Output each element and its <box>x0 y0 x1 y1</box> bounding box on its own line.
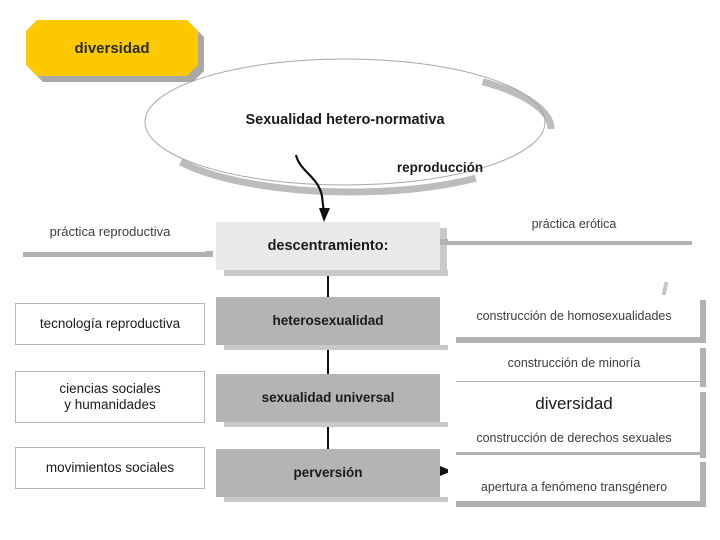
decorative-tick-icon <box>661 282 669 295</box>
card-label: construcción de homosexualidades <box>476 309 672 324</box>
ellipse-sublabel: reproducción <box>396 160 484 175</box>
card-label: movimientos sociales <box>45 460 175 476</box>
callout-diversidad[interactable]: diversidad <box>26 20 204 82</box>
card-ciencias-sociales-humanidades[interactable]: ciencias sociales y humanidades <box>15 371 205 423</box>
construccion-derechos-shadow-right <box>700 430 706 458</box>
card-construccion-derechos[interactable]: construcción de derechos sexuales <box>448 425 700 452</box>
card-label: diversidad <box>535 393 613 413</box>
practica-erotica-shadow-bottom <box>440 239 692 245</box>
curved-arrow-path <box>294 154 326 215</box>
card-label: tecnología reproductiva <box>39 316 181 332</box>
apertura-transgenero-shadow-right <box>700 462 706 507</box>
card-label: perversión <box>293 465 363 481</box>
construccion-homosexualidades-shadow-right <box>700 300 706 343</box>
card-label: sexualidad universal <box>261 390 395 406</box>
card-perversion[interactable]: perversión <box>216 449 440 497</box>
card-practica-erotica[interactable]: práctica erótica <box>448 207 700 241</box>
card-tecnologia-reproductiva[interactable]: tecnología reproductiva <box>15 303 205 345</box>
card-heterosexualidad[interactable]: heterosexualidad <box>216 297 440 345</box>
card-construccion-minoria[interactable]: construcción de minoría <box>448 345 700 381</box>
construccion-minoria-shadow-right <box>700 348 706 387</box>
card-label-line1: ciencias sociales <box>59 381 161 397</box>
card-movimientos-sociales[interactable]: movimientos sociales <box>15 447 205 489</box>
callout-label: diversidad <box>74 39 150 57</box>
card-label: heterosexualidad <box>272 313 384 329</box>
diversidad-right-shadow-right <box>700 392 706 431</box>
card-descentramiento[interactable]: descentramiento: <box>216 222 440 270</box>
apertura-transgenero-shadow-bottom <box>456 501 706 507</box>
practica-reproductiva-shadow-bottom <box>23 251 213 257</box>
card-label-line2: y humanidades <box>64 397 156 412</box>
card-diversidad-right[interactable]: diversidad <box>448 382 700 425</box>
card-label: descentramiento: <box>267 237 389 254</box>
card-label: construcción de derechos sexuales <box>476 431 672 446</box>
card-construccion-homosexualidades[interactable]: construcción de homosexualidades <box>448 296 700 337</box>
construccion-homosexualidades-shadow-bottom <box>456 337 706 343</box>
sexualidad-universal-shadow-bottom <box>224 422 448 427</box>
descentramiento-shadow-right <box>440 228 447 274</box>
card-label: práctica reproductiva <box>49 223 171 239</box>
card-label: práctica erótica <box>531 216 617 231</box>
curved-arrow-head <box>319 208 330 222</box>
card-sexualidad-universal[interactable]: sexualidad universal <box>216 374 440 422</box>
callout-body: diversidad <box>26 20 198 76</box>
card-practica-reproductiva[interactable]: práctica reproductiva <box>15 212 205 252</box>
card-label: apertura a fenómeno transgénero <box>480 479 668 494</box>
heterosexualidad-shadow-bottom <box>224 345 448 350</box>
card-label: construcción de minoría <box>507 355 641 370</box>
ellipse-title: Sexualidad hetero-normativa <box>245 112 445 128</box>
perversion-shadow-bottom <box>224 497 448 502</box>
descentramiento-shadow-bottom <box>224 270 448 276</box>
card-apertura-transgenero[interactable]: apertura a fenómeno transgénero <box>448 455 700 501</box>
